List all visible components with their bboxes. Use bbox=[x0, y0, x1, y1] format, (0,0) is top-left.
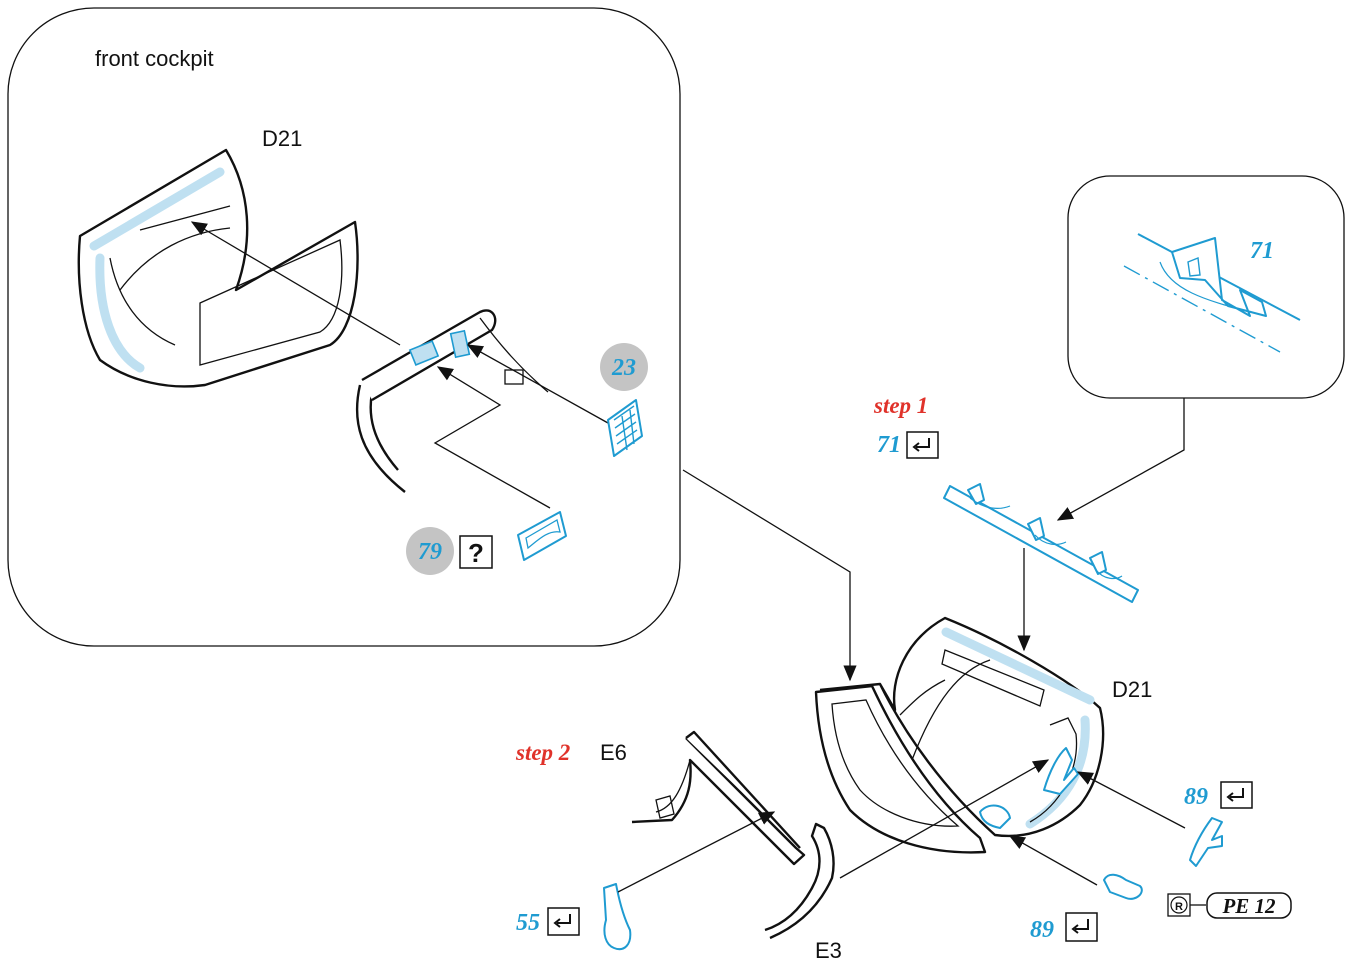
bend-icon bbox=[1065, 912, 1098, 942]
step-2-label: step 2 bbox=[515, 740, 570, 765]
label-e6: E6 bbox=[600, 740, 627, 765]
part-number-23: 23 bbox=[611, 355, 636, 381]
pe-bracket-71-strip bbox=[943, 483, 1139, 603]
bend-icon bbox=[547, 907, 580, 936]
part-number-89-a: 89 bbox=[1184, 784, 1208, 810]
label-e3: E3 bbox=[815, 938, 842, 963]
label-d21-top: D21 bbox=[262, 126, 302, 151]
pe-set-tag bbox=[1206, 892, 1292, 919]
pe-panel-79 bbox=[517, 511, 567, 561]
front-cockpit-frame bbox=[7, 7, 681, 647]
question-icon: ? bbox=[468, 538, 484, 568]
part-e6 bbox=[631, 730, 806, 866]
pe-part-55 bbox=[603, 883, 632, 950]
step-1-label: step 1 bbox=[873, 393, 928, 418]
inset-title: front cockpit bbox=[95, 46, 214, 71]
pe-pedal-89-mounted bbox=[979, 804, 1011, 829]
label-d21-main: D21 bbox=[1112, 677, 1152, 702]
pe-panel-small-a bbox=[408, 340, 440, 366]
pe-set-label: PE 12 bbox=[1221, 894, 1276, 918]
part-number-79: 79 bbox=[418, 539, 442, 565]
pe-lever-89-mounted bbox=[1043, 747, 1079, 795]
pe-panel-small-b bbox=[449, 329, 471, 359]
pe-lever-89-loose bbox=[1189, 817, 1223, 867]
part-number-89-b: 89 bbox=[1030, 917, 1054, 943]
badge-23 bbox=[600, 343, 648, 391]
svg-text:R: R bbox=[1175, 901, 1183, 913]
d21-cockpit-shell-inset bbox=[77, 148, 359, 388]
badge-79 bbox=[406, 527, 454, 575]
registered-icon: R bbox=[1167, 893, 1191, 917]
part-number-55: 55 bbox=[516, 910, 540, 936]
question-box bbox=[459, 535, 493, 569]
bend-icon bbox=[1220, 781, 1253, 809]
part-number-71-detail: 71 bbox=[1250, 238, 1274, 264]
pe-instrument-panel-23 bbox=[607, 399, 643, 457]
pe-pedal-89-loose bbox=[1103, 873, 1143, 900]
d21-cockpit-shell-main bbox=[814, 616, 1105, 854]
detail-frame-71 bbox=[1067, 175, 1345, 399]
part-number-71-step: 71 bbox=[877, 432, 901, 458]
bend-icon bbox=[906, 431, 939, 459]
part-e3 bbox=[764, 822, 835, 940]
pe-bracket-71-detail bbox=[1123, 233, 1301, 353]
